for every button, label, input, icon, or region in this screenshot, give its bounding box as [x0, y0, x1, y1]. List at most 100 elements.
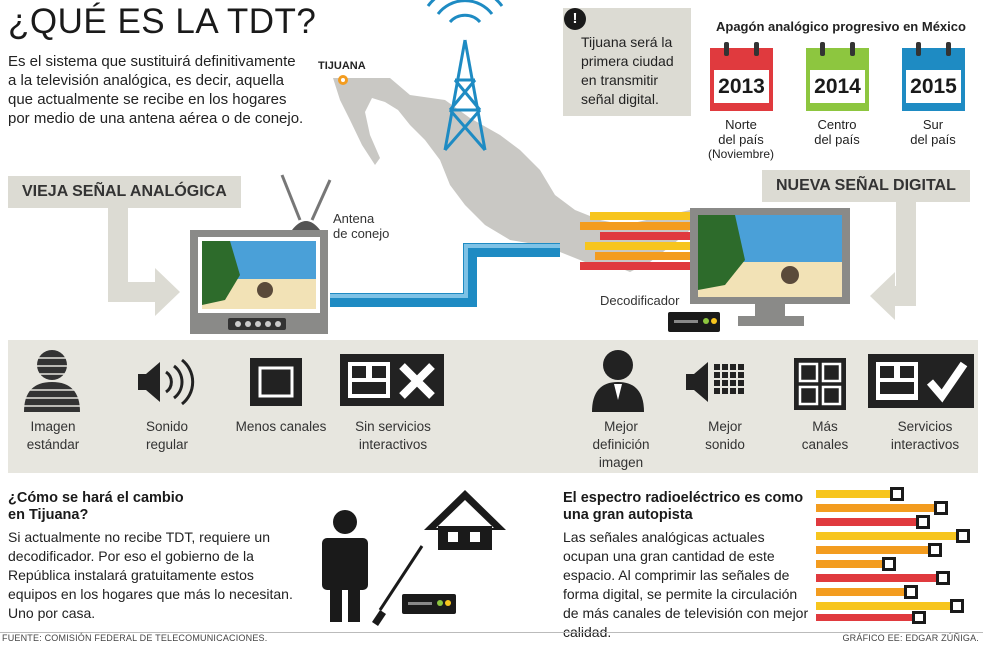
warning-text: Tijuana será la primera ciudad en transm… [581, 33, 691, 109]
spectrum-lane [816, 543, 942, 557]
tdt-illustration [108, 0, 916, 334]
intro-text: Es el sistema que sustituirá definitivam… [8, 53, 304, 127]
footer [0, 632, 983, 646]
tijuana-label: TIJUANA [318, 60, 366, 72]
decoder-box-icon [668, 312, 720, 332]
feature-label-line: sonido [705, 437, 745, 452]
feature-label-line: Menos canales [235, 419, 327, 434]
footer-source: FUENTE: COMISIÓN FEDERAL DE TELECOMUNICA… [2, 633, 268, 643]
feature-label-line: interactivos [890, 437, 960, 452]
better-image-icon [592, 350, 644, 412]
spectrum-lane [816, 529, 970, 543]
caption-line: Centro [817, 117, 857, 132]
calendar-caption: Sur del país [888, 117, 978, 147]
spectrum-lane [816, 599, 964, 613]
calendar-year: 2014 [810, 70, 865, 103]
regular-sound-icon [138, 358, 195, 406]
feature-label-line: Mejor [708, 419, 742, 434]
caption-line: (Noviembre) [707, 147, 774, 161]
change-heading-line: en Tijuana? [8, 507, 89, 523]
spectrum-heading-line: una gran autopista [563, 507, 693, 523]
analog-tv [190, 174, 332, 334]
house-icon [424, 490, 506, 550]
digital-signal [580, 212, 690, 270]
feature-label-better-sound: Mejor sonido [680, 418, 770, 454]
decoder-icon [402, 594, 456, 614]
calendar-icon-2014: 2014 [806, 42, 869, 111]
feature-label-interactive: Servicios interactivos [870, 418, 980, 454]
spectrum-lane [816, 557, 896, 571]
feature-label-line: estándar [26, 437, 80, 452]
spectrum-body: Las señales analógicas actuales ocupan u… [563, 529, 809, 640]
spectrum-lane [816, 487, 904, 501]
screwdriver-icon [372, 545, 424, 626]
spectrum-highway [816, 487, 970, 624]
spectrum-lane [816, 571, 950, 585]
calendar-caption: Centro del país [792, 117, 882, 147]
caption-line: Sur [922, 117, 944, 132]
digital-tv [690, 208, 850, 326]
feature-label-standard-image: Imagen estándar [8, 418, 98, 454]
feature-label-better-image: Mejor definición imagen [576, 418, 666, 472]
calendar-caption: Norte del país (Noviembre) [696, 117, 786, 162]
page-title: ¿QUÉ ES LA TDT? [8, 2, 317, 41]
caption-line: del país [814, 132, 860, 147]
antenna-label-line: de conejo [333, 226, 390, 241]
change-heading: ¿Cómo se hará el cambio en Tijuana? [8, 490, 298, 524]
interactive-services-icon [868, 354, 974, 408]
feature-label-line: imagen [598, 455, 644, 470]
feature-label-line: Servicios [897, 419, 953, 434]
antenna-label-line: Antena [333, 211, 375, 226]
fewer-channels-icon [250, 358, 302, 406]
caption-line: del país [910, 132, 956, 147]
feature-label-regular-sound: Sonido regular [122, 418, 212, 454]
warning-line: señal digital. [581, 91, 659, 107]
feature-label-line: Más [812, 419, 838, 434]
no-interactive-services-icon [340, 354, 444, 406]
feature-label-line: canales [801, 437, 849, 452]
feature-label-line: definición [592, 437, 650, 452]
features-icons [20, 350, 974, 412]
antenna-label: Antena de conejo [333, 211, 389, 241]
feature-label-line: Sin servicios [355, 419, 431, 434]
analog-cable [330, 243, 560, 307]
blackout-title: Apagón analógico progresivo en México [716, 19, 966, 34]
caption-line: del país [718, 132, 764, 147]
spectrum-heading: El espectro radioeléctrico es como una g… [563, 490, 823, 524]
better-sound-icon [686, 362, 744, 402]
tower-icon [426, 0, 504, 151]
old-signal-banner: VIEJA SEÑAL ANALÓGICA [8, 176, 241, 208]
standard-image-icon [20, 350, 85, 412]
feature-label-line: Sonido [145, 419, 189, 434]
change-heading-line: ¿Cómo se hará el cambio [8, 490, 184, 506]
person-icon [322, 510, 368, 622]
spectrum-lane [816, 611, 926, 624]
feature-label-fewer-channels: Menos canales [226, 418, 336, 436]
change-body: Si actualmente no recibe TDT, requiere u… [8, 529, 293, 621]
warning-box [563, 8, 691, 116]
feature-label-no-interactive: Sin servicios interactivos [338, 418, 448, 454]
spectrum-lane [816, 515, 930, 529]
caption-line: Norte [725, 117, 757, 132]
calendar-icon-2015: 2015 [902, 42, 965, 111]
feature-label-more-channels: Más canales [780, 418, 870, 454]
warning-icon: ! [564, 8, 586, 30]
new-signal-banner: NUEVA SEÑAL DIGITAL [762, 170, 970, 202]
feature-label-line: Imagen [30, 419, 76, 434]
calendar-icon-2013: 2013 [710, 42, 773, 111]
calendar-year: 2015 [906, 70, 961, 103]
spectrum-lane [816, 501, 948, 515]
spectrum-lane [816, 585, 918, 599]
feature-label-line: regular [145, 437, 189, 452]
footer-credit: GRÁFICO EE: EDGAR ZÚÑIGA. [842, 633, 979, 643]
more-channels-icon [794, 358, 846, 410]
decoder-label: Decodificador [600, 293, 680, 308]
analog-arrow [108, 196, 180, 316]
change-illustration [322, 490, 506, 626]
calendar-year: 2013 [714, 70, 769, 103]
digital-arrow [870, 190, 916, 320]
warning-line: primera ciudad [581, 53, 674, 69]
warning-line: en transmitir [581, 72, 659, 88]
feature-label-line: interactivos [358, 437, 428, 452]
warning-line: Tijuana será la [581, 34, 673, 50]
